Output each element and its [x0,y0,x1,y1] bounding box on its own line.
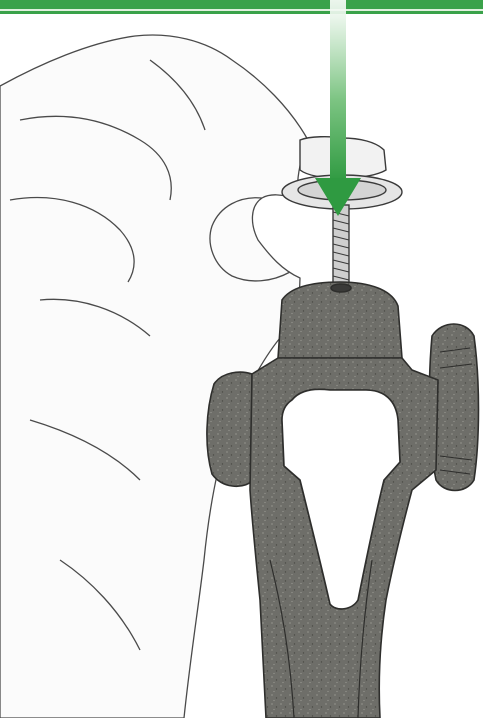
left-knob [207,372,254,486]
arrow-shaft [330,0,346,182]
screw-hole [331,284,351,292]
down-arrow-icon [315,0,361,216]
clamp-head [278,282,402,358]
